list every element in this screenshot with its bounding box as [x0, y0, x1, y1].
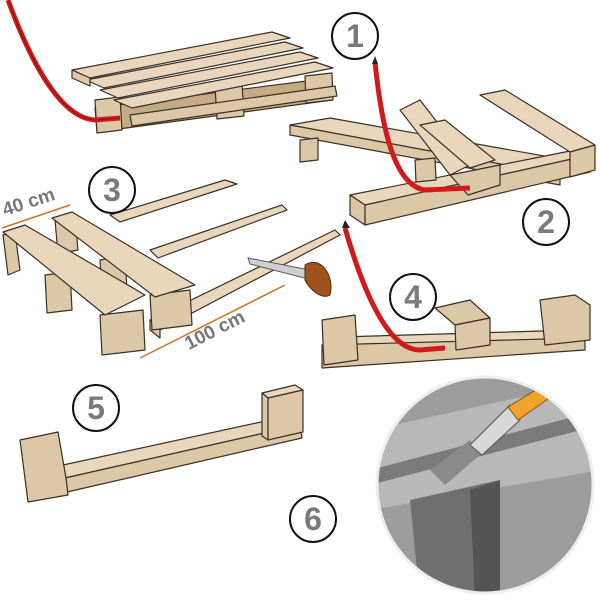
step-2-badge: 2 — [522, 198, 570, 246]
step-3-badge: 3 — [88, 166, 136, 214]
step-6-badge: 6 — [289, 495, 337, 543]
saw-icon — [247, 257, 332, 297]
step-1-badge: 1 — [331, 12, 379, 60]
step-5-badge: 5 — [72, 384, 120, 432]
crowbar-3 — [342, 227, 446, 353]
crowbar-1 — [5, 0, 121, 123]
crowbar-2 — [372, 61, 471, 193]
step-4-badge: 4 — [389, 273, 437, 321]
pallet-cut — [2, 179, 341, 356]
dimension-arrows — [1, 204, 286, 359]
board-with-blocks-5 — [19, 384, 304, 503]
pallet-disassembled — [289, 89, 596, 226]
pallet-whole — [71, 31, 338, 134]
board-with-blocks-4 — [321, 294, 591, 369]
painting-photo — [377, 377, 593, 593]
